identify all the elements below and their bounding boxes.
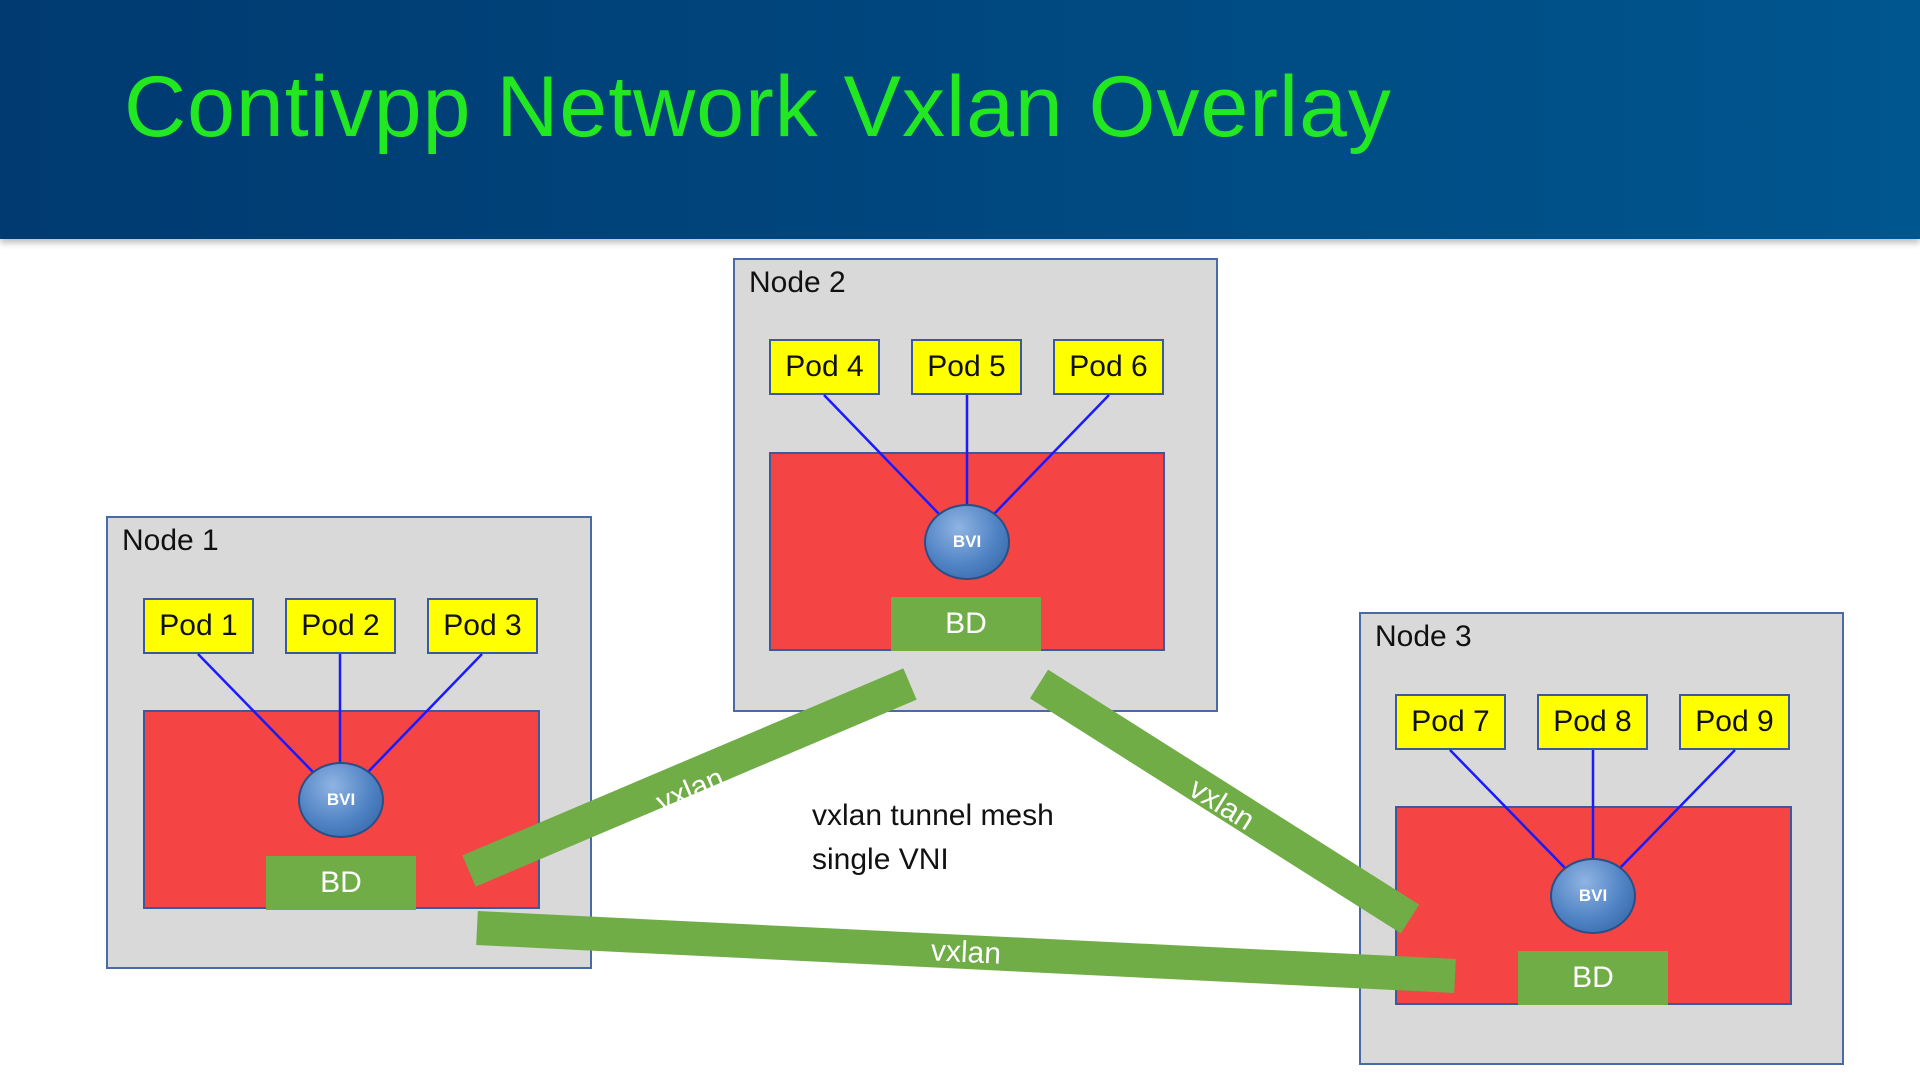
pod-5: Pod 5 — [911, 339, 1022, 395]
pod-9: Pod 9 — [1679, 694, 1790, 750]
node-label: Node 3 — [1375, 620, 1472, 653]
pod-8: Pod 8 — [1537, 694, 1648, 750]
bvi-node-2: BVI — [924, 504, 1010, 580]
tunnel-node1-node2 — [462, 668, 917, 887]
title-banner: Contivpp Network Vxlan Overlay — [0, 0, 1920, 239]
pod-4: Pod 4 — [769, 339, 880, 395]
page-title: Contivpp Network Vxlan Overlay — [124, 59, 1392, 155]
tunnel-mesh-caption: vxlan tunnel mesh single VNI — [812, 794, 1054, 882]
bvi-node-1: BVI — [298, 762, 384, 838]
tunnel-node1-node3 — [476, 911, 1456, 993]
caption-line-2: single VNI — [812, 843, 949, 876]
pod-3: Pod 3 — [427, 598, 538, 654]
node-label: Node 2 — [749, 266, 846, 299]
pod-2: Pod 2 — [285, 598, 396, 654]
tunnel-node2-node3 — [1029, 669, 1420, 934]
tunnel-label: vxlan — [930, 934, 1002, 970]
caption-line-1: vxlan tunnel mesh — [812, 799, 1054, 832]
pod-6: Pod 6 — [1053, 339, 1164, 395]
bd-node-1: BD — [266, 856, 416, 910]
pod-1: Pod 1 — [143, 598, 254, 654]
bvi-node-3: BVI — [1550, 858, 1636, 934]
bd-node-2: BD — [891, 597, 1041, 651]
bd-node-3: BD — [1518, 951, 1668, 1005]
pod-7: Pod 7 — [1395, 694, 1506, 750]
node-label: Node 1 — [122, 524, 219, 557]
